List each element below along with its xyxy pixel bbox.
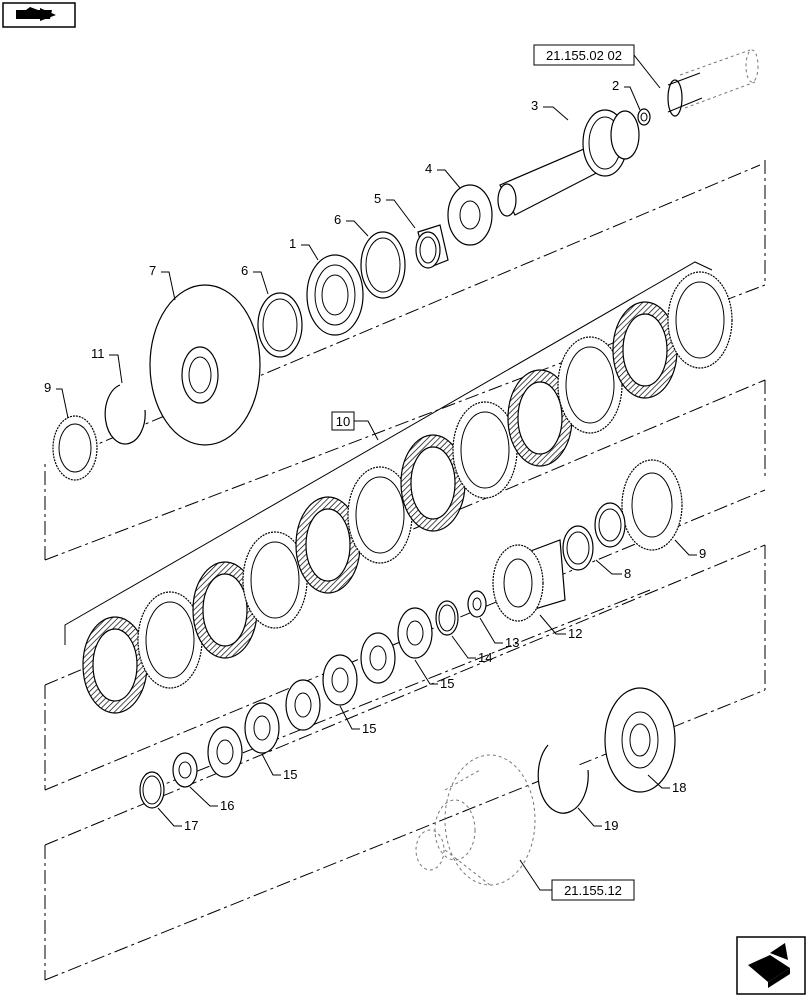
callout-3: 3 — [531, 98, 569, 121]
callout-9-left: 9 — [44, 380, 69, 419]
callout-4: 4 — [425, 161, 461, 189]
callout-1: 1 — [289, 236, 319, 261]
svg-text:7: 7 — [149, 263, 156, 278]
svg-text:1: 1 — [289, 236, 296, 251]
part-6-ring-lower[interactable] — [257, 292, 303, 358]
part-1-bearing[interactable] — [306, 254, 364, 336]
svg-text:15: 15 — [440, 676, 454, 691]
callout-12: 12 — [539, 614, 582, 641]
svg-text:14: 14 — [478, 650, 492, 665]
svg-text:9: 9 — [699, 546, 706, 561]
svg-text:5: 5 — [374, 191, 381, 206]
svg-text:2: 2 — [612, 78, 619, 93]
callout-19: 19 — [577, 807, 618, 833]
callout-18: 18 — [647, 774, 686, 795]
svg-text:3: 3 — [531, 98, 538, 113]
svg-text:13: 13 — [505, 635, 519, 650]
part-5-bushing[interactable] — [415, 224, 449, 269]
next-page-icon[interactable] — [736, 936, 806, 995]
callout-6-upper: 6 — [334, 212, 369, 237]
part-11-snap-ring[interactable] — [104, 384, 146, 445]
part-19-snap-ring[interactable] — [537, 744, 589, 814]
part-16-washer[interactable] — [172, 752, 198, 788]
svg-text:6: 6 — [241, 263, 248, 278]
part-14-ring[interactable] — [435, 600, 459, 636]
svg-text:17: 17 — [184, 818, 198, 833]
svg-text:4: 4 — [425, 161, 432, 176]
callout-7: 7 — [149, 263, 176, 301]
ref-box-housing[interactable]: 21.155.12 — [519, 859, 635, 901]
part-9-gear-ring-left[interactable] — [52, 415, 98, 481]
shaft-extension-ghost — [667, 49, 759, 117]
svg-text:18: 18 — [672, 780, 686, 795]
svg-text:16: 16 — [220, 798, 234, 813]
callout-17: 17 — [157, 807, 198, 833]
callout-14: 14 — [451, 635, 492, 665]
dash-dot-leader-lines — [44, 160, 766, 981]
clutch-pack-bracket — [64, 261, 713, 645]
callout-15-a: 15 — [414, 659, 454, 691]
part-9-gear-ring-right[interactable] — [621, 459, 683, 551]
svg-text:15: 15 — [283, 767, 297, 782]
svg-text:8: 8 — [624, 566, 631, 581]
callout-15-b: 15 — [339, 705, 376, 736]
part-2-nut[interactable] — [637, 108, 651, 126]
ref-box-shaft[interactable]: 21.155.02 02 — [533, 44, 661, 89]
svg-text:11: 11 — [91, 346, 105, 361]
ref-box-pack[interactable]: 10 — [331, 411, 379, 441]
svg-text:12: 12 — [568, 626, 582, 641]
back-arrow-icon[interactable] — [2, 2, 76, 28]
callout-2: 2 — [612, 78, 641, 111]
part-7-carrier-plate[interactable] — [149, 284, 261, 446]
part-6-ring-upper[interactable] — [360, 231, 406, 299]
svg-text:15: 15 — [362, 721, 376, 736]
housing-ghost — [415, 754, 536, 886]
part-13-washer[interactable] — [467, 590, 487, 618]
part-17-snap-ring[interactable] — [139, 771, 165, 809]
part-15-washers[interactable] — [207, 607, 433, 778]
svg-text:21.155.02 02: 21.155.02 02 — [546, 48, 622, 63]
callout-labels: 2 3 4 5 6 1 7 6 11 9 9 8 12 13 14 15 15 … — [44, 78, 706, 833]
svg-text:6: 6 — [334, 212, 341, 227]
svg-text:9: 9 — [44, 380, 51, 395]
part-18-piston[interactable] — [604, 687, 676, 793]
callout-9-right: 9 — [674, 539, 706, 561]
callout-13: 13 — [479, 617, 519, 650]
svg-text:19: 19 — [604, 818, 618, 833]
callout-11: 11 — [91, 346, 123, 384]
part-10-clutch-pack[interactable] — [82, 271, 733, 714]
callout-15-c: 15 — [261, 753, 297, 782]
callout-6-lower: 6 — [241, 263, 269, 295]
callout-5: 5 — [374, 191, 416, 229]
part-3-gear-shaft[interactable] — [497, 109, 640, 217]
svg-text:10: 10 — [336, 414, 350, 429]
part-12-splined-hub[interactable] — [492, 539, 566, 622]
part-8-rings[interactable] — [562, 502, 626, 571]
part-4-plate[interactable] — [447, 184, 493, 246]
callout-8: 8 — [595, 559, 631, 581]
svg-text:21.155.12: 21.155.12 — [564, 883, 622, 898]
callout-16: 16 — [189, 786, 234, 813]
